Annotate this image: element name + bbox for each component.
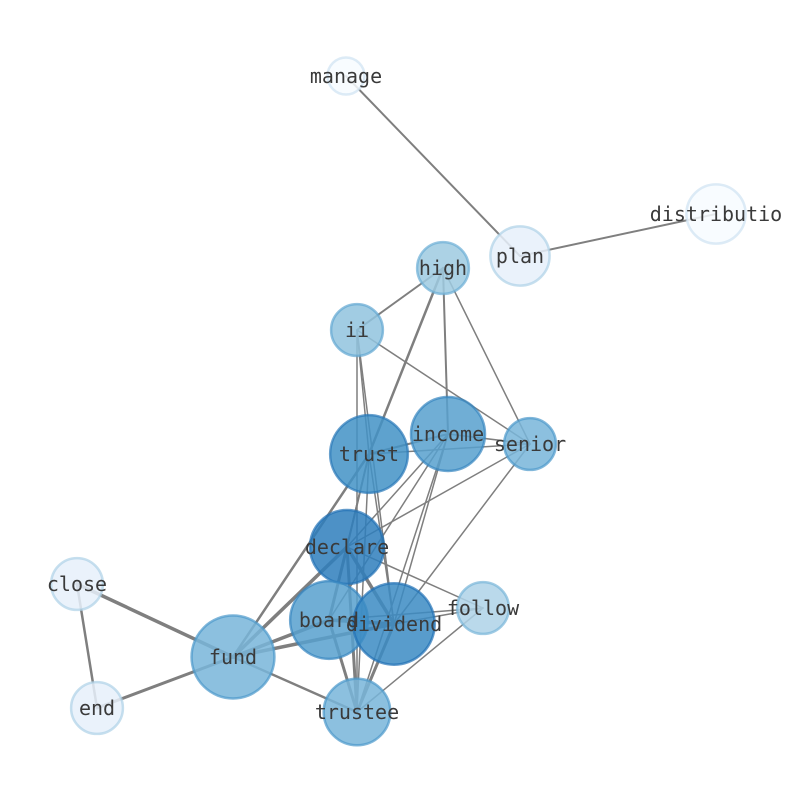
node-label-high: high [419,256,467,280]
edge-manage-plan [345,75,521,257]
node-senior[interactable] [502,416,558,472]
node-high[interactable] [415,240,471,296]
node-label-fund: fund [209,645,257,669]
node-label-declare: declare [305,535,389,559]
labels-layer: manage distributio plan high ii income senior t… [47,64,782,724]
node-ii[interactable] [329,302,385,358]
node-label-income: income [412,422,484,446]
node-distributio[interactable] [685,183,747,245]
node-label-board: board [299,608,359,632]
edge-income-trustee [356,433,449,713]
node-label-trustee: trustee [315,700,399,724]
node-label-senior: senior [494,432,566,456]
nodes-layer [49,56,747,747]
node-fund[interactable] [190,614,276,700]
edge-high-senior [442,267,531,445]
node-plan[interactable] [489,225,551,287]
node-declare[interactable] [308,508,386,586]
node-label-ii: ii [345,318,369,342]
node-trust[interactable] [328,413,410,495]
edge-ii-senior [356,329,531,445]
node-income[interactable] [409,395,487,473]
node-label-manage: manage [310,64,382,88]
node-label-plan: plan [496,244,544,268]
node-label-distributio: distributio [650,202,782,226]
edge-plan-distributio [519,213,717,257]
node-follow[interactable] [455,580,511,636]
node-label-follow: follow [447,596,520,620]
node-trustee[interactable] [322,677,392,747]
node-manage[interactable] [326,56,366,96]
node-close[interactable] [49,556,105,612]
edge-trust-trustee [356,453,370,713]
node-label-end: end [79,696,115,720]
node-end[interactable] [69,680,125,736]
node-label-close: close [47,572,107,596]
node-label-dividend: dividend [346,612,442,636]
node-label-trust: trust [339,442,399,466]
node-dividend[interactable] [352,582,436,666]
